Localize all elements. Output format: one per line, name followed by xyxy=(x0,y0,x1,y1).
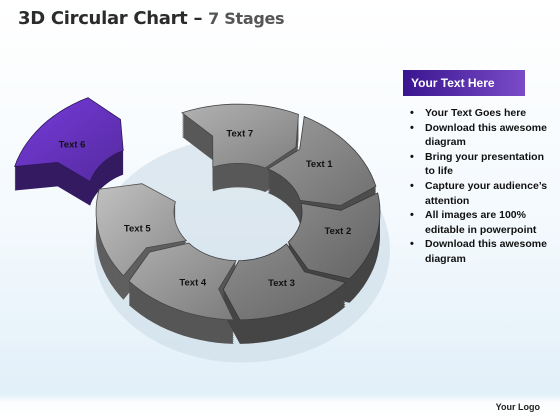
title-dash: – xyxy=(187,8,209,29)
stage-arrow-5 xyxy=(95,183,188,277)
panel-header: Your Text Here xyxy=(403,70,525,96)
title-sub: 7 Stages xyxy=(208,9,285,28)
stage-arrow-6 xyxy=(14,97,124,183)
circular-stage-diagram: Text 7 Text 6 Text 1 Text 5 Text 2 Text 4 Text… xyxy=(14,97,390,363)
stage-arrow-1 xyxy=(266,115,377,206)
bullet-item: Download this awesome diagram xyxy=(408,121,556,150)
stage-label-5: Text 5 xyxy=(124,223,151,234)
footer-bar xyxy=(0,394,560,420)
page-title: 3D Circular Chart – 7 Stages xyxy=(18,8,285,29)
stage-label-7: Text 7 xyxy=(226,129,253,140)
title-main: 3D Circular Chart xyxy=(18,8,188,29)
stage-arrow-3 xyxy=(222,243,347,321)
ring-top-layer xyxy=(14,97,381,321)
bullet-item: All images are 100% editable in powerpoi… xyxy=(408,208,556,237)
bullet-list: Your Text Goes here Download this awesom… xyxy=(408,106,556,267)
stage-label-1: Text 1 xyxy=(306,159,333,170)
footer-logo: Your Logo xyxy=(495,402,540,412)
ring-label-layer: Text 7 Text 6 Text 1 Text 5 Text 2 Text 4 Text… xyxy=(59,129,352,289)
stage-arrow-7 xyxy=(181,103,299,169)
stage-label-4: Text 4 xyxy=(179,277,206,288)
bullet-item: Download this awesome diagram xyxy=(408,237,556,266)
stage-label-2: Text 2 xyxy=(325,226,352,237)
bullet-item: Bring your presentation to life xyxy=(408,150,556,179)
bullet-item: Your Text Goes here xyxy=(408,106,556,121)
stage-label-3: Text 3 xyxy=(268,278,295,289)
bullet-item: Capture your audience’s attention xyxy=(408,179,556,208)
stage-arrow-2 xyxy=(287,192,381,280)
stage-label-6: Text 6 xyxy=(59,140,86,151)
stage-arrow-4 xyxy=(128,242,237,321)
